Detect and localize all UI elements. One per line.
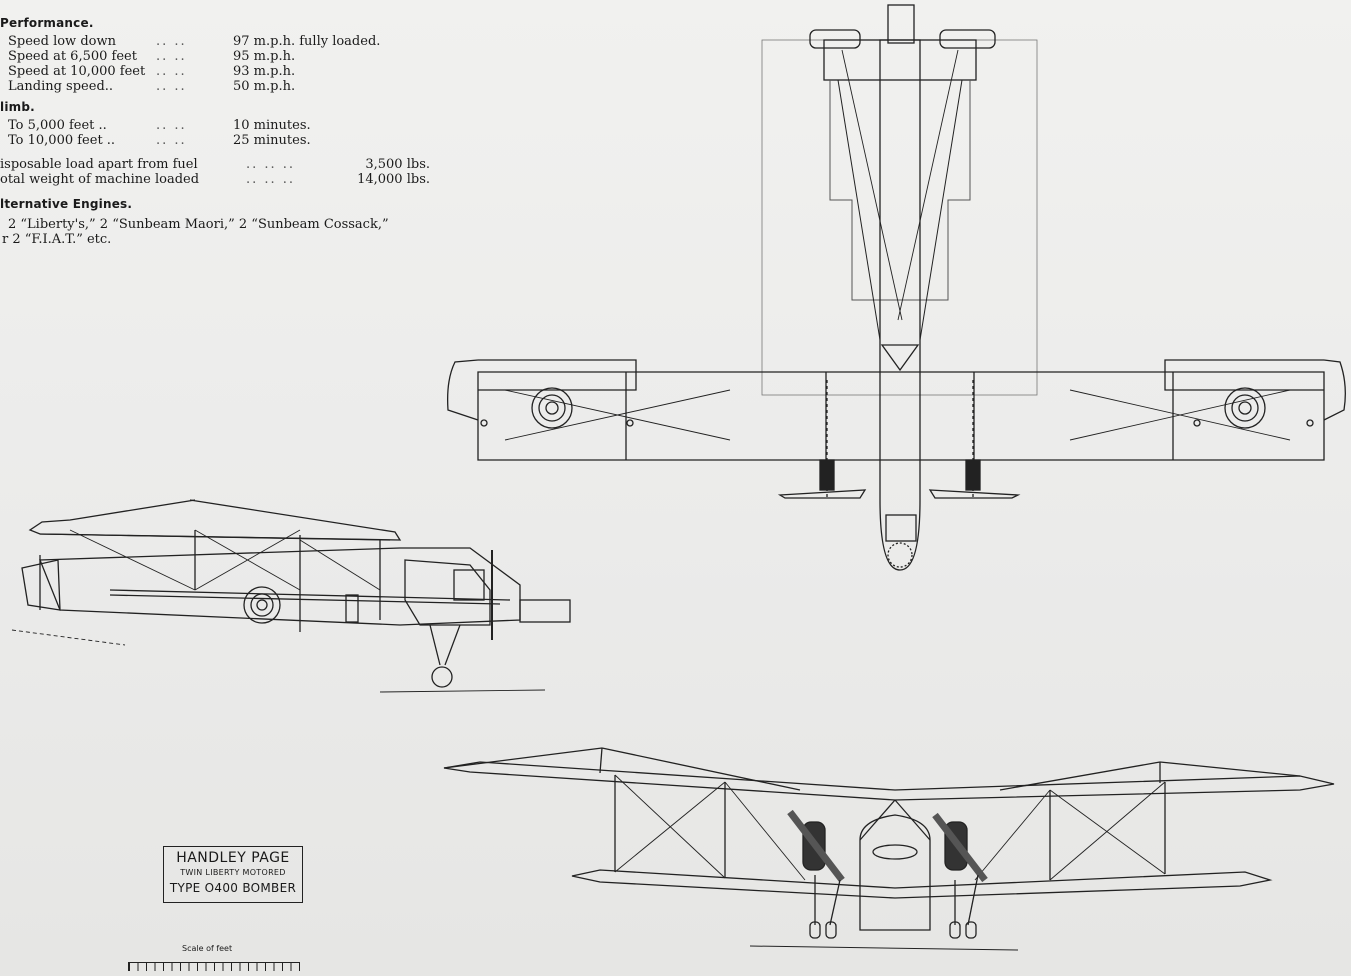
side-nose bbox=[519, 599, 571, 623]
plan-upper-wing-outline bbox=[761, 39, 1038, 396]
plan-aileron-left bbox=[478, 359, 637, 391]
front-wheel bbox=[949, 921, 961, 939]
title-line-3: TYPE O400 BOMBER bbox=[169, 881, 297, 895]
weight-row: isposable load apart from fuel .. .. .. … bbox=[0, 157, 430, 172]
scale-label: Scale of feet bbox=[182, 944, 233, 953]
side-view bbox=[11, 499, 571, 693]
drawing-title-box: HANDLEY PAGE TWIN LIBERTY MOTORED TYPE O… bbox=[163, 846, 303, 903]
engines-heading: lternative Engines. bbox=[0, 197, 133, 211]
plan-fuselage bbox=[879, 39, 921, 571]
front-view bbox=[443, 747, 1335, 951]
performance-row: Speed at 10,000 feet .. .. 93 m.p.h. bbox=[8, 64, 296, 79]
title-line-2: TWIN LIBERTY MOTORED bbox=[180, 868, 286, 877]
roundel-left-icon bbox=[531, 387, 573, 429]
climb-row: To 10,000 feet .. .. .. 25 minutes. bbox=[8, 133, 311, 148]
front-ground-line bbox=[749, 945, 1019, 951]
plan-nose-gunner-ring bbox=[887, 542, 913, 568]
plan-main-wing bbox=[477, 371, 1325, 461]
front-propeller-right bbox=[932, 812, 988, 883]
performance-row: Speed at 6,500 feet .. .. 95 m.p.h. bbox=[8, 49, 296, 64]
plan-tailplane bbox=[823, 39, 977, 81]
side-tail bbox=[21, 559, 61, 611]
plan-rudder bbox=[887, 4, 915, 44]
climb-heading: limb. bbox=[0, 100, 35, 114]
title-line-1: HANDLEY PAGE bbox=[176, 850, 290, 866]
front-propeller-left bbox=[787, 809, 845, 883]
front-wheel bbox=[965, 921, 977, 939]
front-lower-wing bbox=[571, 869, 1273, 899]
engines-line-2: r 2 “F.I.A.T.” etc. bbox=[2, 232, 112, 247]
plan-aileron-right bbox=[1164, 359, 1324, 391]
climb-table: To 5,000 feet .. .. .. 10 minutes. To 10… bbox=[0, 118, 440, 148]
performance-heading: Performance. bbox=[0, 16, 94, 30]
front-fuselage bbox=[859, 814, 931, 931]
specification-text: Performance. Speed low down .. .. 97 m.p… bbox=[0, 12, 440, 246]
side-engine-nacelle bbox=[404, 559, 491, 626]
side-roundel-icon bbox=[243, 586, 281, 624]
plan-elevator-left bbox=[809, 29, 861, 49]
side-fuselage bbox=[39, 547, 521, 626]
side-wheel bbox=[431, 666, 453, 688]
side-upper-wing bbox=[28, 499, 402, 541]
side-door bbox=[345, 594, 359, 623]
plan-cockpit bbox=[885, 514, 917, 542]
plan-tail-section bbox=[829, 80, 971, 301]
scale-bar bbox=[128, 962, 300, 971]
front-upper-wing bbox=[443, 761, 1335, 801]
engines-line-1: 2 “Liberty's,” 2 “Sunbeam Maori,” 2 “Sun… bbox=[8, 217, 389, 232]
plan-view bbox=[447, 4, 1346, 571]
weight-row: otal weight of machine loaded .. .. .. 1… bbox=[0, 172, 430, 187]
weights-table: isposable load apart from fuel .. .. .. … bbox=[0, 157, 440, 187]
front-wheel bbox=[809, 921, 821, 939]
climb-row: To 5,000 feet .. .. .. 10 minutes. bbox=[8, 118, 311, 133]
plan-elevator-right bbox=[939, 29, 996, 49]
roundel-right-icon bbox=[1224, 387, 1266, 429]
performance-row: Speed low down .. .. 97 m.p.h. fully loa… bbox=[8, 34, 381, 49]
performance-row: Landing speed.. .. .. 50 m.p.h. bbox=[8, 79, 296, 94]
front-wheel bbox=[825, 921, 837, 939]
performance-table: Speed low down .. .. 97 m.p.h. fully loa… bbox=[0, 34, 440, 94]
